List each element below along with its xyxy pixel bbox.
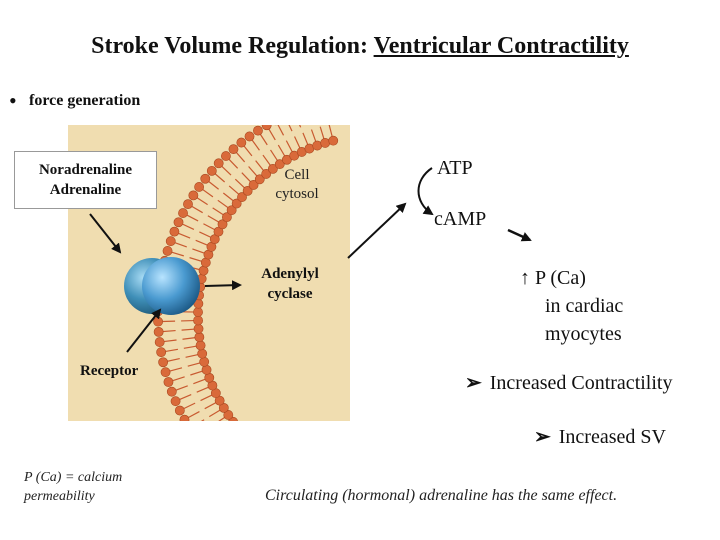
lipid-head bbox=[169, 226, 180, 237]
hormone-to-receptor-arrow bbox=[89, 213, 122, 254]
cytosol-label: Cell cytosol bbox=[262, 166, 332, 204]
lipid-tail bbox=[288, 125, 293, 132]
bullet-text: force generation bbox=[29, 92, 141, 109]
increased-sv-item: ➢ Increased SV bbox=[534, 424, 666, 449]
arrow-bullet-icon: ➢ bbox=[465, 372, 482, 394]
increased-contractility-text: Increased Contractility bbox=[489, 372, 673, 394]
pca-line2: in cardiac bbox=[545, 295, 624, 317]
lipid-head bbox=[274, 159, 285, 170]
hormone-noradrenaline: Noradrenaline bbox=[38, 162, 133, 178]
lipid-head bbox=[200, 173, 211, 184]
camp-label: cAMP bbox=[434, 208, 487, 230]
lipid-head bbox=[213, 158, 224, 169]
atp-to-camp-arrow bbox=[417, 167, 434, 216]
lipid-head bbox=[158, 357, 169, 368]
lipid-head bbox=[237, 192, 247, 202]
lipid-head bbox=[153, 326, 164, 337]
lipid-head bbox=[183, 199, 193, 210]
lipid-head bbox=[222, 212, 232, 223]
lipid-head bbox=[223, 410, 234, 420]
calcium-permeability-label: ↑ P (Ca) in cardiac myocytes bbox=[520, 264, 623, 348]
lipid-head bbox=[328, 135, 339, 146]
cytosol-label-line1: Cell bbox=[284, 167, 310, 183]
cytosol-label-line2: cytosol bbox=[275, 186, 319, 202]
lipid-head bbox=[174, 405, 185, 416]
lipid-head bbox=[173, 217, 184, 228]
lipid-head bbox=[228, 144, 239, 155]
lipid-head bbox=[165, 236, 176, 247]
lipid-head bbox=[267, 163, 278, 174]
hormone-adrenaline: Adrenaline bbox=[49, 182, 122, 198]
lipid-head bbox=[218, 402, 229, 413]
cell-membrane bbox=[124, 125, 339, 421]
hormone-label-box: Noradrenaline Adrenaline bbox=[14, 151, 157, 209]
increased-sv-text: Increased SV bbox=[558, 426, 666, 448]
enzyme-label-line2: cyclase bbox=[267, 286, 313, 302]
lipid-head bbox=[156, 347, 167, 358]
lipid-head bbox=[221, 151, 231, 161]
lipid-head bbox=[236, 137, 247, 148]
lipid-head bbox=[217, 219, 228, 230]
footnote-line2: permeability bbox=[24, 489, 95, 504]
arrow-bullet-icon: ➢ bbox=[534, 426, 551, 448]
hormonal-adrenaline-note: Circulating (hormonal) adrenaline has th… bbox=[265, 487, 618, 504]
lipid-head bbox=[244, 131, 255, 142]
atp-label: ATP bbox=[437, 157, 473, 179]
increased-contractility-item: ➢ Increased Contractility bbox=[465, 370, 672, 395]
camp-to-pca-arrow bbox=[507, 228, 532, 242]
lipid-tail bbox=[277, 125, 285, 136]
adenylyl-cyclase-arrow bbox=[204, 280, 242, 291]
receptor-protein bbox=[124, 257, 200, 315]
lipid-head bbox=[194, 182, 205, 192]
footnote: P (Ca) = calcium permeability bbox=[24, 468, 122, 506]
lipid-head bbox=[170, 396, 181, 407]
page-title: Stroke Volume Regulation: Ventricular Co… bbox=[0, 33, 720, 60]
footnote-line1: P (Ca) = calcium bbox=[24, 470, 123, 485]
title-prefix: Stroke Volume Regulation: bbox=[91, 33, 374, 59]
title-topic: Ventricular Contractility bbox=[373, 33, 629, 59]
lipid-head bbox=[154, 337, 165, 347]
lipid-head bbox=[248, 180, 259, 190]
bullet-marker: • bbox=[9, 88, 17, 113]
lipid-head bbox=[162, 246, 173, 256]
pca-line1: ↑ P (Ca) bbox=[520, 267, 586, 289]
lipid-head bbox=[226, 205, 237, 216]
lipid-head bbox=[206, 165, 217, 176]
lipid-head bbox=[242, 185, 253, 196]
lipid-head bbox=[178, 208, 188, 218]
lipid-head bbox=[253, 125, 263, 136]
receptor-label-arrow bbox=[126, 308, 162, 353]
pca-line3: myocytes bbox=[545, 323, 622, 345]
lipid-head bbox=[163, 377, 174, 387]
lipid-head bbox=[261, 169, 272, 179]
lipid-head bbox=[179, 414, 190, 421]
lipid-head bbox=[188, 190, 199, 201]
lipid-head bbox=[231, 198, 242, 209]
lipid-head bbox=[160, 367, 171, 378]
lipid-head bbox=[261, 125, 272, 131]
adenylyl-cyclase-label: Adenylyl cyclase bbox=[240, 264, 340, 304]
enzyme-label-line1: Adenylyl bbox=[261, 266, 319, 282]
membrane-to-pathway-arrow bbox=[347, 202, 407, 259]
receptor-label: Receptor bbox=[80, 363, 139, 379]
lipid-head bbox=[254, 174, 265, 185]
lipid-head bbox=[166, 386, 177, 397]
